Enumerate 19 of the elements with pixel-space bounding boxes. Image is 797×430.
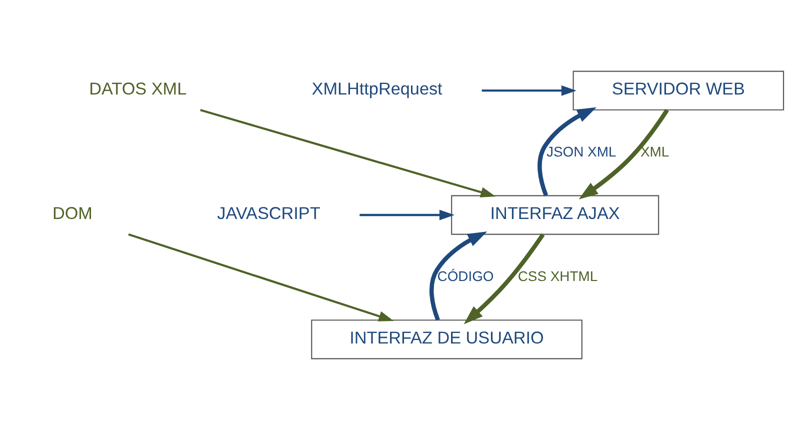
edge-label: XML [640,143,670,160]
arrow [360,210,454,220]
arrow [464,233,545,324]
node-box: SERVIDOR WEB [572,70,784,110]
node-text: DOM [52,203,92,224]
node-text: JAVASCRIPT [217,203,320,224]
edge-label: CÓDIGO [437,268,494,284]
node-box: INTERFAZ AJAX [451,195,660,235]
arrow [200,108,496,198]
node-text: DATOS XML [89,78,187,99]
edge-label: JSON XML [546,143,616,160]
node-text: XMLHttpRequest [312,78,442,99]
arrow [482,85,576,96]
arrow [578,108,669,200]
arrow [538,107,597,196]
arrow [128,233,394,322]
edge-label: CSS XHTML [518,268,598,284]
arrow [429,231,488,321]
node-box: INTERFAZ DE USUARIO [311,320,582,360]
